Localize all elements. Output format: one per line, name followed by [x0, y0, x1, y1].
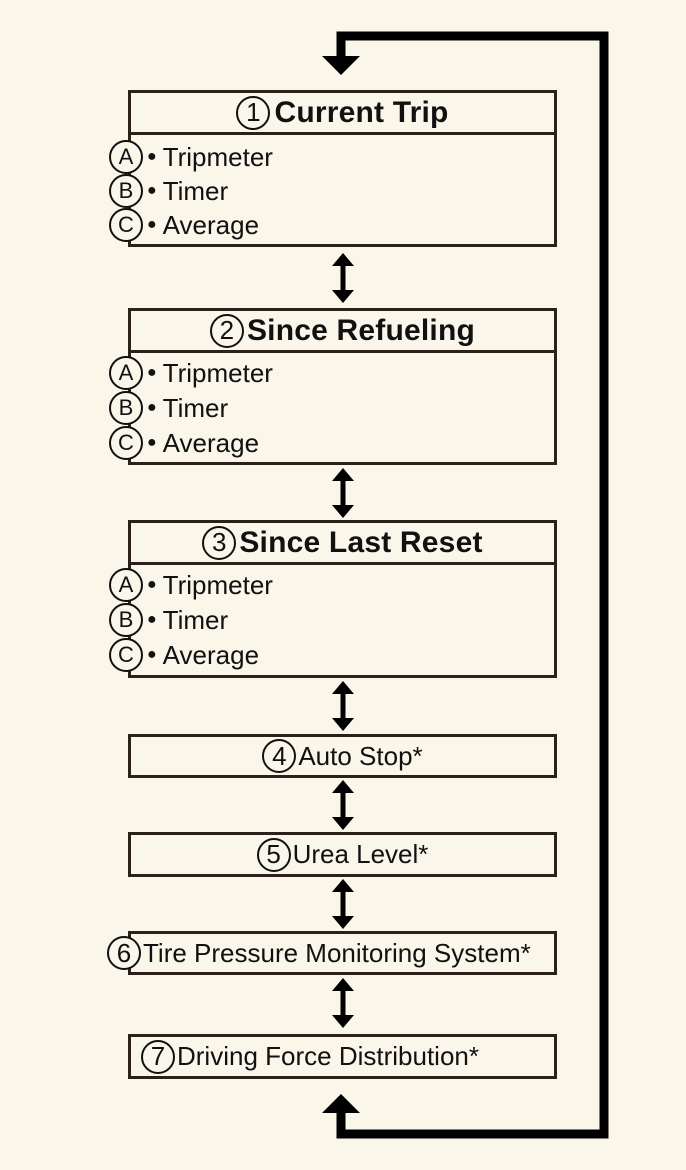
item-letter-badge: B — [109, 174, 143, 208]
bullet-icon: ● — [147, 611, 157, 628]
list-item: B ● Timer — [109, 174, 228, 208]
screen-tire-pressure-monitoring[interactable]: 6 Tire Pressure Monitoring System* — [107, 931, 557, 975]
step-number-badge: 2 — [209, 313, 244, 348]
double-arrow-icon — [332, 879, 354, 929]
item-letter-badge: C — [109, 208, 143, 242]
item-letter-badge: B — [109, 391, 143, 425]
item-label: Tripmeter — [162, 357, 273, 388]
step-number-badge: 5 — [256, 837, 291, 872]
section-title: Since Refueling — [246, 313, 476, 347]
list-item: A ● Tripmeter — [109, 140, 273, 174]
item-label: Tripmeter — [162, 141, 273, 172]
item-label: Timer — [162, 392, 229, 423]
bullet-icon: ● — [147, 434, 157, 451]
double-arrow-icon — [332, 681, 354, 731]
list-item: A ● Tripmeter — [109, 568, 273, 602]
loop-arrow-head-up — [322, 1094, 360, 1113]
screen-label: Urea Level* — [292, 839, 429, 869]
bullet-icon: ● — [147, 364, 157, 381]
loop-arrow-head-down — [322, 56, 360, 75]
double-arrow-icon — [332, 780, 354, 830]
screen-label: Auto Stop* — [298, 740, 423, 771]
section-current-trip[interactable]: 1 Current Trip A ● Tripmeter B ● Timer C… — [109, 90, 557, 247]
section-since-last-reset[interactable]: 3 Since Last Reset A ● Tripmeter B ● Tim… — [109, 520, 557, 678]
bullet-icon: ● — [147, 646, 157, 663]
item-label: Average — [162, 209, 260, 240]
item-label: Average — [162, 427, 260, 458]
section-header: 3 Since Last Reset — [131, 523, 554, 565]
double-arrow-icon — [332, 253, 354, 303]
screen-urea-level[interactable]: 5 Urea Level* — [128, 832, 557, 877]
screen-auto-stop[interactable]: 4 Auto Stop* — [128, 734, 557, 778]
bullet-icon: ● — [147, 399, 157, 416]
screen-label-row: 5 Urea Level* — [131, 835, 554, 874]
item-letter-badge: A — [109, 140, 143, 174]
item-label: Average — [162, 639, 260, 670]
screen-driving-force-distribution[interactable]: 7 Driving Force Distribution* — [128, 1034, 557, 1079]
item-label: Timer — [162, 175, 229, 206]
screen-label-row: 4 Auto Stop* — [131, 737, 554, 775]
double-arrow-icon — [332, 468, 354, 518]
list-item: C ● Average — [109, 208, 259, 242]
step-number-badge: 4 — [262, 739, 297, 773]
item-letter-badge: C — [109, 638, 143, 672]
bullet-icon: ● — [147, 148, 157, 165]
list-item: C ● Average — [109, 426, 259, 460]
bullet-icon: ● — [147, 216, 157, 233]
list-item: A ● Tripmeter — [109, 356, 273, 390]
item-label: Timer — [162, 604, 229, 635]
item-letter-badge: B — [109, 603, 143, 637]
section-title: Current Trip — [274, 95, 449, 129]
screen-label-row: 7 Driving Force Distribution* — [131, 1037, 554, 1076]
item-label: Tripmeter — [162, 569, 273, 600]
screen-label: Tire Pressure Monitoring System* — [143, 937, 531, 968]
screen-label: Driving Force Distribution* — [177, 1041, 479, 1071]
list-item: B ● Timer — [109, 391, 228, 425]
step-number-badge: 6 — [107, 936, 141, 970]
item-letter-badge: C — [109, 426, 143, 460]
bullet-icon: ● — [147, 182, 157, 199]
step-number-badge: 7 — [141, 1039, 175, 1074]
section-header: 2 Since Refueling — [131, 311, 554, 353]
screen-label-row: 6 Tire Pressure Monitoring System* — [107, 934, 554, 972]
item-letter-badge: A — [109, 356, 143, 390]
double-arrow-icon — [332, 978, 354, 1028]
section-since-refueling[interactable]: 2 Since Refueling A ● Tripmeter B ● Time… — [109, 308, 557, 465]
step-number-badge: 3 — [202, 525, 237, 560]
section-header: 1 Current Trip — [131, 93, 554, 135]
item-letter-badge: A — [109, 568, 143, 602]
bullet-icon: ● — [147, 576, 157, 593]
section-title: Since Last Reset — [239, 525, 483, 559]
list-item: C ● Average — [109, 638, 259, 672]
step-number-badge: 1 — [236, 95, 271, 130]
list-item: B ● Timer — [109, 603, 228, 637]
